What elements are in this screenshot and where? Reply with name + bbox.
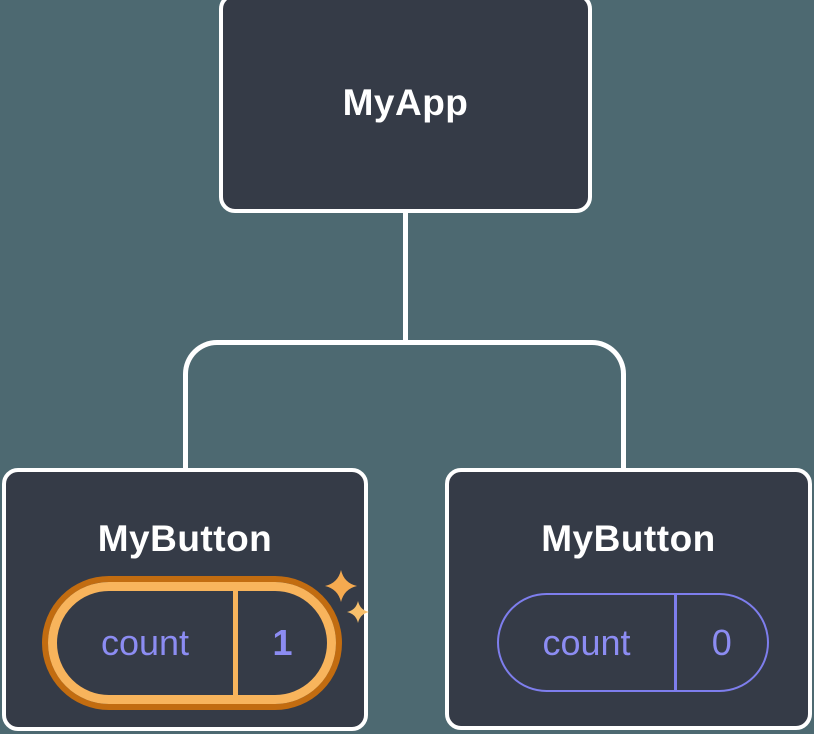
app-node-label: MyApp	[342, 82, 469, 123]
state-value: 1	[272, 622, 293, 663]
state-name-label: count	[542, 621, 631, 663]
connector-parent-stem	[403, 211, 408, 345]
state-pill-divider	[674, 595, 677, 690]
button-node-right: MyButton count 0	[445, 468, 812, 730]
state-value: 0	[711, 621, 732, 663]
button-node-left: MyButton count 1	[2, 468, 369, 731]
state-pill-highlighted: count 1	[48, 582, 336, 704]
button-node-right-label: MyButton	[541, 518, 716, 559]
button-node-left-label: MyButton	[97, 518, 273, 559]
app-node: MyApp	[219, 0, 592, 213]
state-pill: count 0	[497, 593, 769, 692]
state-name-label: count	[100, 622, 190, 663]
state-pill-divider	[233, 591, 238, 695]
sparkles-icon	[325, 570, 369, 623]
connector-branch-bracket	[183, 340, 626, 471]
